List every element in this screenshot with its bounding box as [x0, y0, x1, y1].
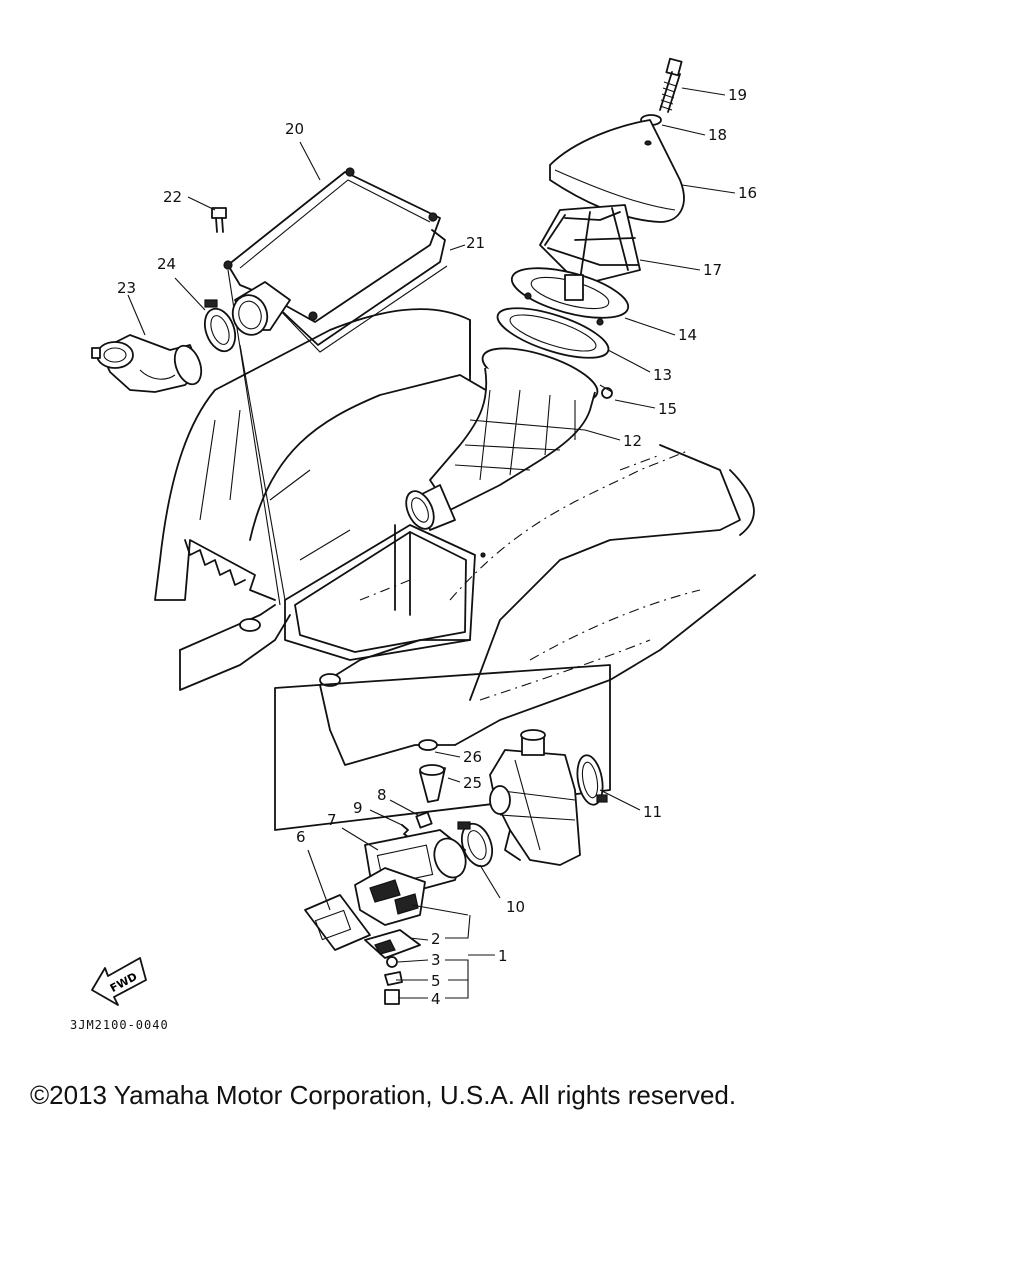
outlet-tube: [231, 281, 291, 336]
bolt-22: [211, 207, 227, 233]
callout-21: 21: [466, 234, 485, 252]
copyright-notice: ©2013 Yamaha Motor Corporation, U.S.A. A…: [30, 1080, 737, 1110]
gasket-21: [269, 229, 446, 346]
intake-duct-12: [405, 347, 613, 531]
bolt-19: [659, 57, 683, 113]
reed-valve-assembly: [354, 867, 426, 1005]
callout-11: 11: [643, 803, 662, 821]
callout-10: 10: [506, 898, 525, 916]
clip-26: [418, 739, 438, 751]
callout-17: 17: [703, 261, 722, 279]
plate-14: [510, 267, 630, 326]
callout-16: 16: [738, 184, 757, 202]
callout-18: 18: [708, 126, 727, 144]
cap-25: [419, 764, 446, 803]
screw-8: [415, 811, 433, 829]
callout-12: 12: [623, 432, 642, 450]
callout-22: 22: [163, 188, 182, 206]
gasket-6: [304, 894, 371, 951]
callout-9: 9: [353, 799, 363, 817]
callout-6: 6: [296, 828, 306, 846]
clamp-10: [457, 821, 494, 868]
callout-25: 25: [463, 774, 482, 792]
airbox-cover-20: [223, 167, 441, 323]
callout-5: 5: [431, 972, 441, 990]
air-filter-cap-16: [549, 119, 685, 223]
carburetor: [489, 729, 581, 866]
gasket-13: [496, 307, 610, 359]
fwd-arrow-icon: FWD: [91, 957, 147, 1006]
callout-24: 24: [157, 255, 176, 273]
diagram-code: 3JM2100-0040: [70, 1018, 169, 1032]
callout-23: 23: [117, 279, 136, 297]
callout-labels: 19 18 16 17 14 13 15 12 20 22 21 24 23 2…: [117, 86, 757, 1008]
callout-2: 2: [431, 930, 441, 948]
intake-elbow-23: [91, 334, 203, 393]
callout-13: 13: [653, 366, 672, 384]
hull-body: [154, 308, 756, 766]
callout-14: 14: [678, 326, 697, 344]
leader-lines: [127, 87, 736, 999]
exploded-parts-diagram: 19 18 16 17 14 13 15 12 20 22 21 24 23 2…: [91, 57, 757, 1008]
callout-26: 26: [463, 748, 482, 766]
guide-line: [239, 344, 286, 601]
callout-8: 8: [377, 786, 387, 804]
inset-frame: [274, 664, 611, 831]
gasket-21-inner: [275, 265, 448, 353]
callout-19: 19: [728, 86, 747, 104]
filter-cage-17: [539, 204, 641, 286]
clamp-11: [576, 754, 608, 806]
callout-15: 15: [658, 400, 677, 418]
callout-20: 20: [285, 120, 304, 138]
callout-3: 3: [431, 951, 441, 969]
callout-7: 7: [327, 811, 337, 829]
callout-4: 4: [431, 990, 441, 1008]
clamp-24: [203, 299, 237, 353]
callout-1: 1: [498, 947, 508, 965]
